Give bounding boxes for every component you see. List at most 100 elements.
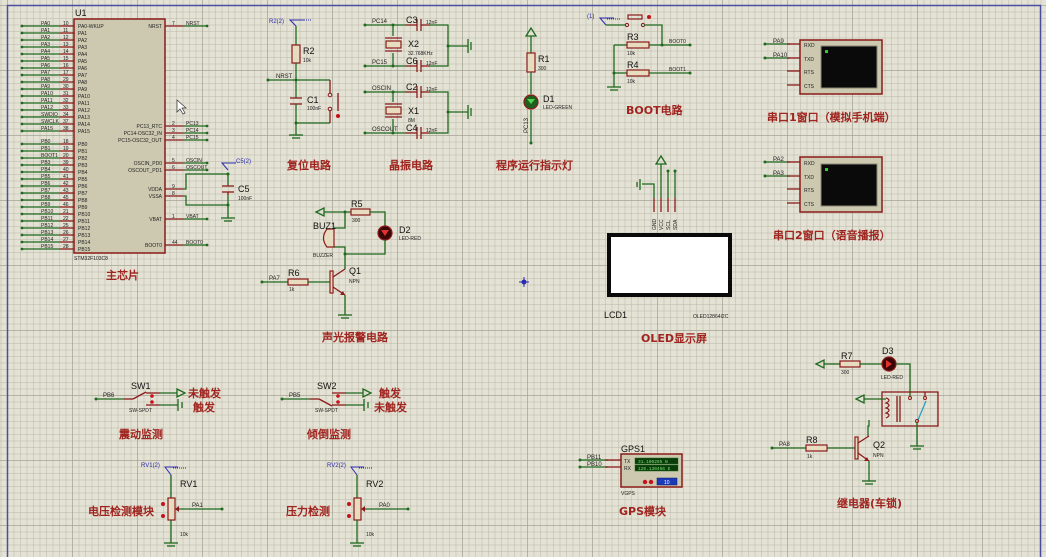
relay-title: 继电器(车锁) [837,496,902,510]
r7-resistor[interactable] [839,360,861,368]
r5-resistor[interactable] [350,208,371,216]
r6-resistor[interactable] [287,278,309,286]
r4-resistor[interactable] [626,69,650,77]
voltage-pot[interactable]: RV1(2) PA1 RV1 10k 电压检测模块 [88,463,224,547]
mcu-title: 主芯片 [106,268,139,282]
mcu-pin-name: PA14 [78,122,90,128]
mcu-body[interactable] [73,18,166,254]
r2-resistor[interactable] [291,44,301,64]
rv1-potentiometer[interactable] [167,497,176,521]
uart1-screen[interactable] [820,45,878,89]
q2-transistor[interactable] [854,436,859,460]
indicator-circuit[interactable]: R1 300 D1 LED-GREEN PC13 程序运行指示灯 [496,26,573,172]
r8-resistor[interactable] [805,444,828,452]
alarm-circuit[interactable]: R5 300 D2 LED-RED BUZ1 BUZZER PA7 R6 1k … [260,199,422,344]
x2-crystal[interactable] [385,40,402,49]
crystal-circuit[interactable]: PC14 C3 12nF X2 32.768KHz PC15 C6 12nF O… [363,15,472,172]
mcu-pin-number: 26 [63,230,69,236]
x1-crystal[interactable] [385,106,402,115]
tilt-switch[interactable]: PB5 SW2 SW-SPDT 触发 未触发 倾倒监测 [280,381,408,441]
x1-net-b: OSCOUT [372,127,398,133]
sw1-toggle[interactable] [150,394,154,398]
uart2-screen[interactable] [820,163,878,207]
pressure-pot[interactable]: RV2(2) PA0 RV2 10k 压力检测 [286,463,410,547]
relay-circuit[interactable]: R7 300 D3 LED-RED PA8 R8 1k [770,346,939,510]
mcu-pin-name: PC14-OSC32_IN [124,131,163,137]
r8-ref: R8 [806,435,818,445]
oled-screen[interactable] [607,233,732,297]
r3-resistor[interactable] [626,41,650,49]
uart1-terminal[interactable]: PA9 PA10 RXD TXD RTS CTS 串口1窗口（模拟手机端） [763,39,896,124]
boot-button[interactable] [627,14,643,20]
oled-pin-sda: SDA [673,219,679,230]
r6-value: 1k [289,287,295,293]
mcu-pin-name: PA0-WKUP [78,24,104,30]
d3-ref: D3 [882,346,894,356]
mcu-pin-net: PC15 [186,135,199,141]
vibration-switch[interactable]: PB6 SW1 SW-SPDT 未触发 触发 震动监测 [94,381,222,441]
sw2-toggle[interactable] [336,394,340,398]
gps-module[interactable]: PB11 PB10 GPS1 TX RX 31.100295 N 120.130… [578,444,683,518]
decoupling-cap-c5[interactable]: C5(2) C5 100nF [183,159,252,222]
uart2-terminal[interactable]: PA2 PA3 RXD TXD RTS CTS 串口2窗口（语音播报） [763,156,891,242]
reset-circuit[interactable]: R2(2) R2 10k NRST C1 100nF 复位电路 [266,19,341,172]
buzzer[interactable] [322,228,335,248]
mcu-pin-number: 28 [63,244,69,250]
r1-resistor[interactable] [526,52,536,73]
rv2-potentiometer[interactable] [353,497,362,521]
oled-display[interactable]: GND VCC SCL SDA LCD1 OLED12864I2C OLED显示… [604,154,732,345]
alarm-title: 声光报警电路 [321,330,389,344]
relay-rl1[interactable] [881,391,939,427]
mcu-part: STM32F103C8 [74,256,108,262]
q1-transistor[interactable] [329,270,334,294]
uart2-pin-cts: CTS [804,202,815,208]
mcu-pin-number: 7 [172,21,175,27]
mcu-pin-number: 1 [172,214,175,220]
c6-ref: C6 [406,56,418,66]
boot-circuit[interactable]: (1) R3 10k BOOT0 R4 10k BOOT1 BOOT电路 [587,14,692,117]
